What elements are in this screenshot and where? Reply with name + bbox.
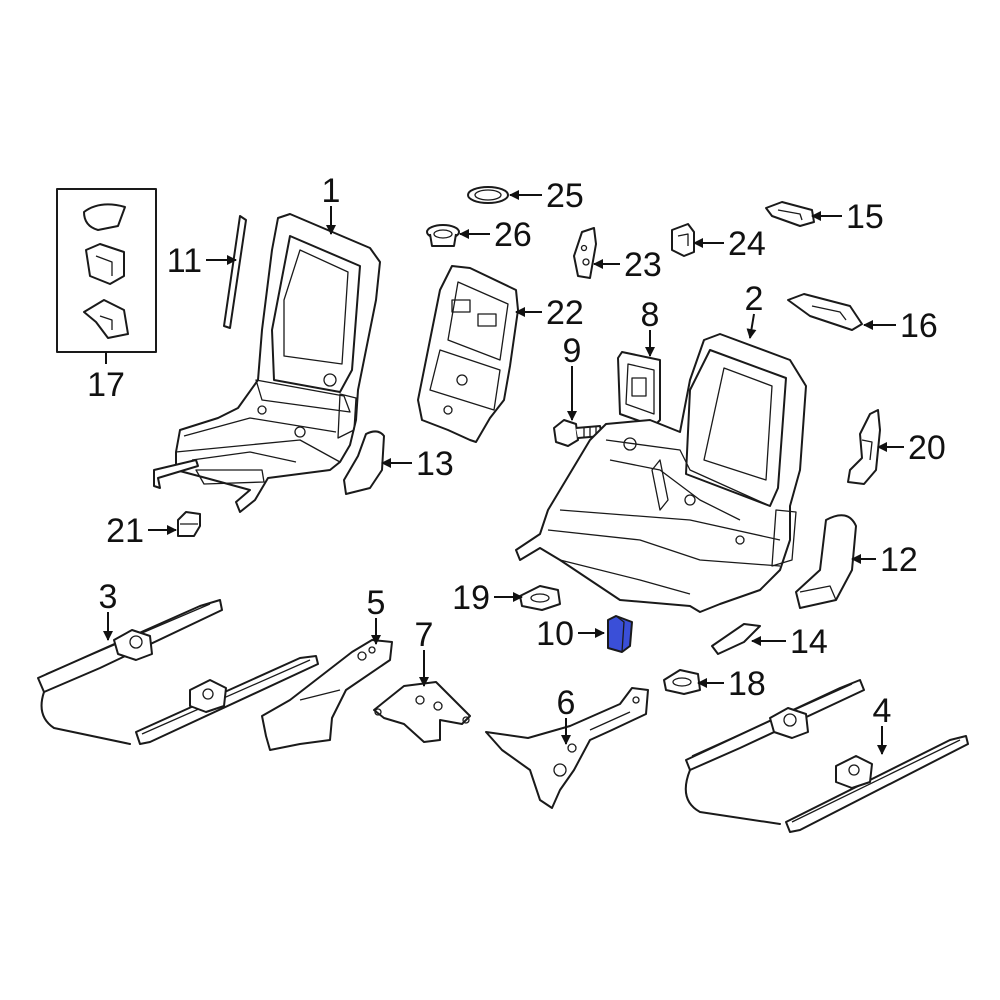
part-25-washer[interactable] [467,186,509,204]
part-1-seat-frame[interactable] [153,213,381,513]
callout-16: 16 [900,307,938,345]
callout-22: 22 [546,294,584,332]
callout-8: 8 [641,296,660,334]
part-12-side-shield[interactable] [795,514,857,609]
part-6-bracket[interactable] [485,687,649,809]
callout-18: 18 [728,665,766,703]
callout-2: 2 [745,280,764,318]
part-8-module[interactable] [617,351,661,427]
callout-15: 15 [846,198,884,236]
part-22-back-panel[interactable] [417,265,519,443]
callout-20: 20 [908,429,946,467]
callout-17: 17 [87,366,125,404]
part-20-bracket[interactable] [847,409,881,485]
callout-19: 19 [452,579,490,617]
part-7-bracket[interactable] [373,681,471,743]
part-26-grommet[interactable] [426,224,460,247]
part-14-trim-strip[interactable] [711,623,761,655]
callout-12: 12 [880,541,918,579]
part-24-bracket[interactable] [671,223,695,257]
callout-21: 21 [106,512,144,550]
part-4-seat-track[interactable] [684,679,969,833]
callout-10: 10 [536,615,574,653]
callout-13: 13 [416,445,454,483]
leader-arrows [103,190,904,755]
callout-7: 7 [415,616,434,654]
callout-3: 3 [99,578,118,616]
callout-1: 1 [322,172,341,210]
part-5-bracket[interactable] [261,639,393,751]
part-11-rod[interactable] [223,215,247,329]
callout-11: 11 [167,242,202,280]
part-10-highlighted-clip[interactable] [607,615,633,653]
part-16-trim[interactable] [787,293,863,331]
part-17-kit[interactable] [56,188,157,364]
part-23-bracket[interactable] [573,227,597,279]
callout-25: 25 [546,177,584,215]
callout-4: 4 [873,692,892,730]
part-3-seat-track[interactable] [37,599,319,745]
callout-24: 24 [728,225,766,263]
callout-6: 6 [557,684,576,722]
part-2-seat-frame[interactable] [515,333,807,613]
part-18-grommet[interactable] [663,669,701,695]
callout-5: 5 [367,584,386,622]
part-21-clip[interactable] [177,511,201,537]
callout-26: 26 [494,216,532,254]
callout-23: 23 [624,246,662,284]
callout-14: 14 [790,623,828,661]
part-13-trim-cover[interactable] [343,430,385,495]
part-19-grommet[interactable] [519,585,561,611]
callout-labels: 1 2 3 4 5 6 7 8 9 10 11 12 13 14 15 16 1… [87,172,946,730]
part-15-cover[interactable] [765,201,815,227]
callout-9: 9 [563,332,582,370]
